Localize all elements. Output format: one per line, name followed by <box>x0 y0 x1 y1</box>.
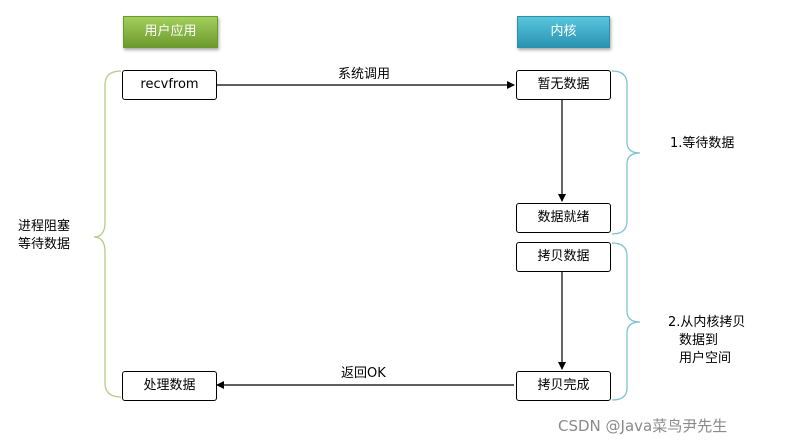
data-ready-box: 数据就绪 <box>516 203 611 233</box>
no-data-box: 暂无数据 <box>516 70 611 100</box>
blocked-line-1: 进程阻塞 <box>18 219 71 234</box>
user-app-header: 用户应用 <box>123 16 218 48</box>
blocked-line-2: 等待数据 <box>18 237 71 252</box>
recvfrom-box: recvfrom <box>122 70 217 100</box>
kernel-header: 内核 <box>517 16 610 48</box>
copy-data-box: 拷贝数据 <box>516 242 611 272</box>
left-brace <box>93 70 122 398</box>
watermark: CSDN @Java菜鸟尹先生 <box>558 417 728 435</box>
copy-phase-line-3: 用户空间 <box>679 351 732 366</box>
copy-done-box: 拷贝完成 <box>516 371 611 401</box>
process-blocked-label: 进程阻塞 等待数据 <box>18 218 98 254</box>
process-data-box: 处理数据 <box>122 371 217 401</box>
copy-phase-brace <box>611 242 641 401</box>
copy-phase-line-1: 2.从内核拷贝 <box>668 315 746 330</box>
copy-phase-label: 2.从内核拷贝 数据到 用户空间 <box>668 314 768 368</box>
wait-phase-label: 1.等待数据 <box>670 136 735 151</box>
copy-phase-line-2: 数据到 <box>679 333 719 348</box>
syscall-label: 系统调用 <box>338 67 391 82</box>
return-ok-label: 返回OK <box>341 366 386 381</box>
wait-phase-brace <box>611 70 641 235</box>
